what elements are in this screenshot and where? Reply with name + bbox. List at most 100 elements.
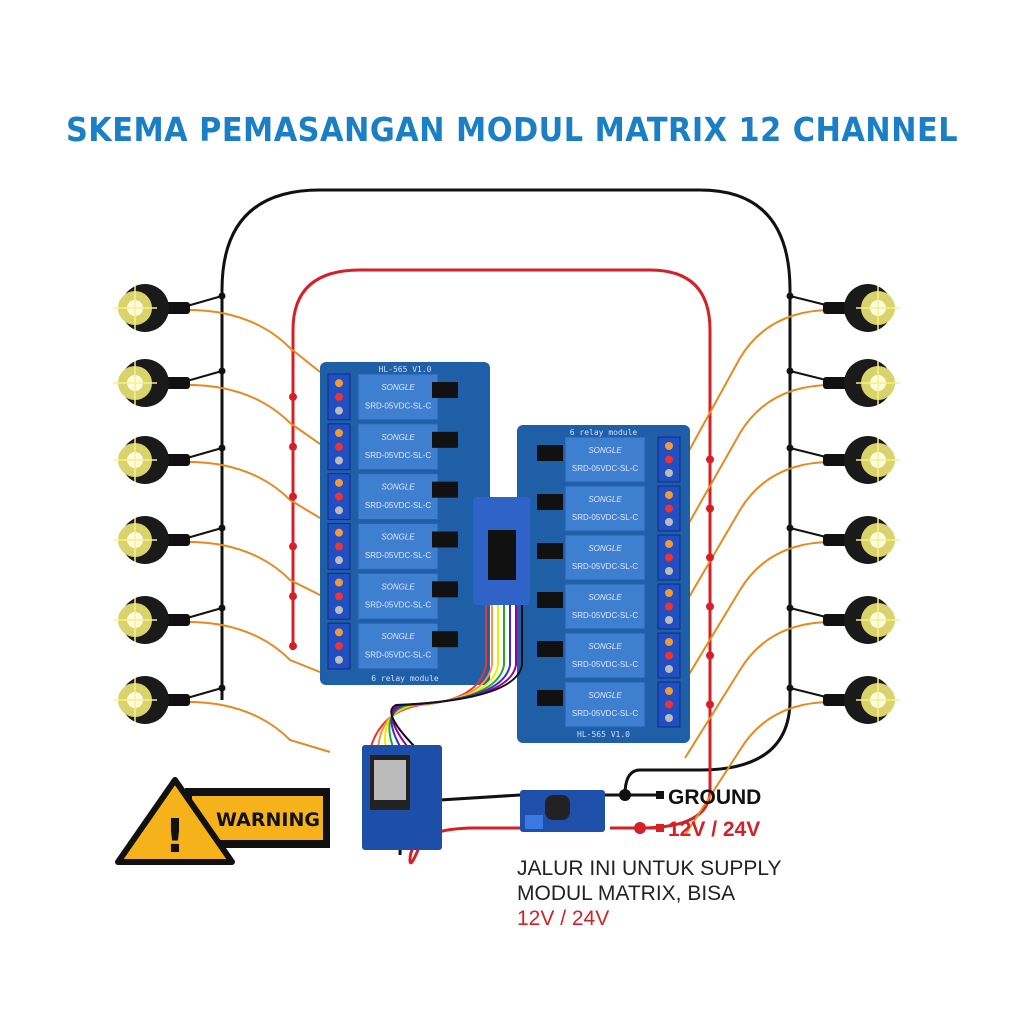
relay [357,373,439,421]
lamp-signal-wire-right [684,620,839,759]
relay-brand-label: SONGLE [381,582,415,591]
terminal-screw [665,455,673,464]
lamp-sparkle [113,598,157,642]
power-wire [291,268,712,865]
lamp-signal-wire-left [179,700,331,753]
lamp-icon [823,596,900,644]
relay [564,681,646,728]
optocoupler [432,531,458,548]
optocoupler [537,445,563,461]
lamp-signal-wire-right [684,540,839,682]
relay-part-label: SRD-05VDC-SL-C [365,451,431,460]
ground-label: GROUND [668,786,762,809]
relay-part-label: SRD-05VDC-SL-C [365,401,431,410]
power-dot [706,553,714,562]
terminal-screw [665,504,673,513]
inductor [545,795,570,820]
terminal-screw [335,528,343,537]
terminal-screw [665,714,673,722]
power-dot [289,642,297,651]
relay [357,523,439,570]
terminal-screw [665,518,673,526]
relay-brand-label: SONGLE [588,495,622,504]
lamp-signal-wire-left [179,383,331,452]
relay-part-label: SRD-05VDC-SL-C [365,551,431,560]
power-dot [289,542,297,551]
lamp-signal-wire-right [684,700,839,836]
ground-junction [619,789,631,801]
lamp-signal-wire-right [684,460,839,605]
relay [564,583,646,630]
terminal-screw [665,616,673,624]
relay [357,572,439,620]
relay-brand-label: SONGLE [381,632,415,641]
note-line-1: JALUR INI UNTUK SUPPLY [517,857,782,880]
relay-brand-label: SONGLE [588,691,622,700]
terminal-screw [665,602,673,611]
terminal-screw [665,687,673,695]
terminal-screw [335,379,343,388]
exclamation-mark: ! [165,809,186,863]
relay-part-label: SRD-05VDC-SL-C [572,611,638,620]
terminal-screw [335,606,343,614]
lamp-signal-wire-left [179,540,331,601]
power-dot [706,455,714,464]
lamp-icon [113,284,190,332]
terminal-screw [665,638,673,646]
terminal-screw [665,553,673,562]
relay-part-label: SRD-05VDC-SL-C [572,464,638,473]
power-dot [289,492,297,501]
power-dot [289,592,297,601]
warning-text: WARNING [216,809,320,831]
power-label: 12V / 24V [668,818,761,841]
esp-shield [374,760,406,800]
lamp-icon [113,436,190,484]
board-model: HL-565 V1.0 [379,365,432,374]
ground-junction-dot [786,524,794,532]
relay-brand-label: SONGLE [381,433,415,442]
lamp-icon [823,359,900,407]
lamp-signal-wire-right [684,308,839,459]
relay-brand-label: SONGLE [588,544,622,553]
relay-board-left: SRD-05VDC-SL-C SONGLE SRD-05VDC-SL-C SONGLE… [289,362,490,685]
lamp-sparkle [113,518,157,562]
terminal-screw [335,578,343,587]
power-dot [706,602,714,611]
terminal-screw [335,506,343,515]
matrix-chip [488,530,516,580]
relay [564,632,646,679]
optocoupler [432,581,458,598]
relay-brand-label: SONGLE [381,533,415,542]
page-title: SKEMA PEMASANGAN MODUL MATRIX 12 CHANNEL [65,110,959,149]
relay [357,423,439,471]
optocoupler [537,641,563,657]
relay-part-label: SRD-05VDC-SL-C [572,562,638,571]
terminal-screw [335,542,343,551]
terminal-screw [665,665,673,673]
terminal-screw [335,442,343,451]
lamp-sparkle [856,678,900,722]
terminal-screw [665,651,673,660]
lamp-sparkle [856,518,900,562]
relay-part-label: SRD-05VDC-SL-C [365,601,431,610]
ground-junction-dot [786,684,794,692]
power-dot [706,504,714,513]
lamp-icon [823,436,900,484]
power-dot [706,651,714,660]
power-junction [634,822,646,834]
optocoupler [432,382,458,398]
ground-junction-dot [786,444,794,452]
relay [564,534,646,581]
lamp-sparkle [856,438,900,482]
terminal-screw [335,429,343,437]
terminal-screw [665,567,673,575]
relay-part-label: SRD-05VDC-SL-C [572,513,638,522]
power-dot [289,392,297,401]
board-model: HL-565 V1.0 [577,730,630,739]
note-line-2: MODUL MATRIX, BISA [517,882,736,905]
lamp-icon [113,676,190,724]
lamp-sparkle [856,361,900,405]
lamp-icon [823,676,900,724]
